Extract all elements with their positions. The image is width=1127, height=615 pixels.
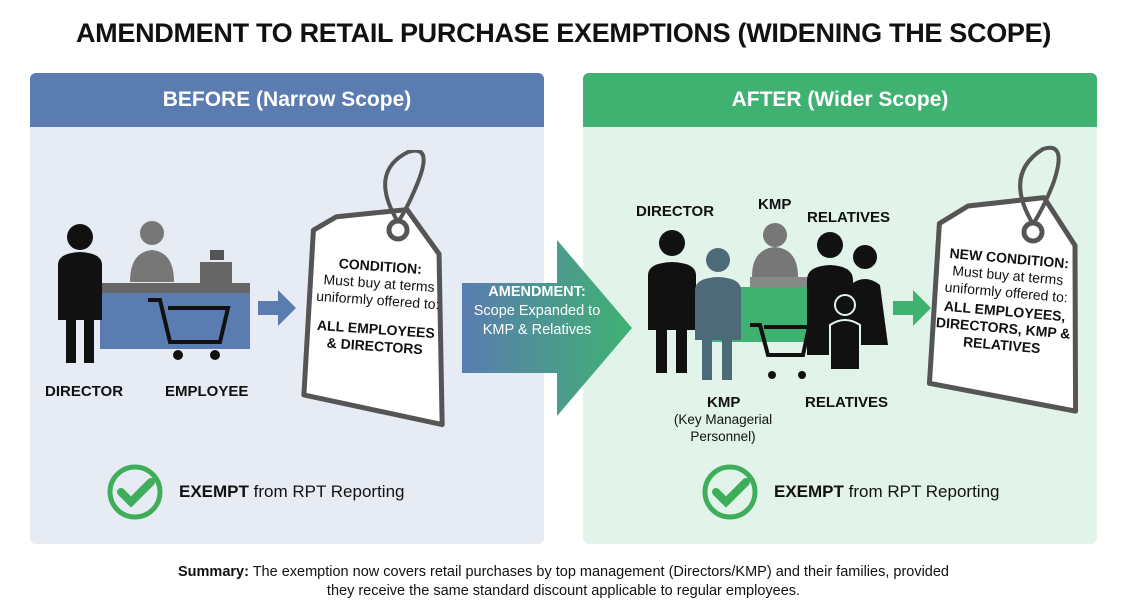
page-title: AMENDMENT TO RETAIL PURCHASE EXEMPTIONS …: [75, 18, 1052, 48]
label-relatives-top: RELATIVES: [807, 209, 891, 226]
director-kmp-relatives-illustration: [648, 223, 888, 380]
exempt-bold: EXEMPT: [774, 482, 844, 501]
check-circle-icon: [702, 464, 758, 520]
before-condition-text: CONDITION: Must buy at terms uniformly o…: [312, 254, 443, 359]
small-arrow-icon: [258, 290, 296, 326]
label-kmp-bottom: KMP: [707, 394, 741, 411]
before-exempt: EXEMPT from RPT Reporting: [105, 464, 404, 520]
label-director: DIRECTOR: [45, 383, 124, 400]
after-exempt: EXEMPT from RPT Reporting: [700, 464, 999, 520]
exempt-bold: EXEMPT: [179, 482, 249, 501]
after-condition-text: NEW CONDITION: Must buy at terms uniform…: [934, 244, 1078, 359]
price-tag-icon: [926, 145, 1079, 414]
label-director: DIRECTOR: [636, 203, 715, 220]
label-relatives-bottom: RELATIVES: [805, 394, 889, 411]
label-kmp-full: (Key Managerial Personnel): [673, 412, 773, 444]
small-arrow-icon: [893, 290, 931, 326]
label-kmp-top: KMP: [758, 196, 792, 213]
amendment-text: AMENDMENT: Scope Expanded to KMP & Relat…: [462, 283, 612, 340]
amendment-body: Scope Expanded to KMP & Relatives: [473, 303, 601, 338]
after-header: AFTER (Wider Scope): [583, 73, 1097, 127]
label-employee: EMPLOYEE: [165, 383, 249, 400]
exempt-text: from RPT Reporting: [843, 482, 1000, 501]
check-circle-icon: [107, 464, 163, 520]
price-tag-icon: [301, 150, 445, 428]
amendment-heading: AMENDMENT:: [488, 284, 586, 300]
before-header: BEFORE (Narrow Scope): [30, 73, 544, 127]
amendment-arrow-icon: [462, 240, 632, 416]
summary-label: Summary:: [178, 564, 249, 580]
summary-text: The exemption now covers retail purchase…: [248, 564, 949, 599]
condition-body: Must buy at terms uniformly offered to:: [315, 271, 441, 313]
summary: Summary: The exemption now covers retail…: [0, 563, 1127, 601]
exempt-text: from RPT Reporting: [248, 482, 405, 501]
director-employee-counter-illustration: [58, 221, 250, 363]
